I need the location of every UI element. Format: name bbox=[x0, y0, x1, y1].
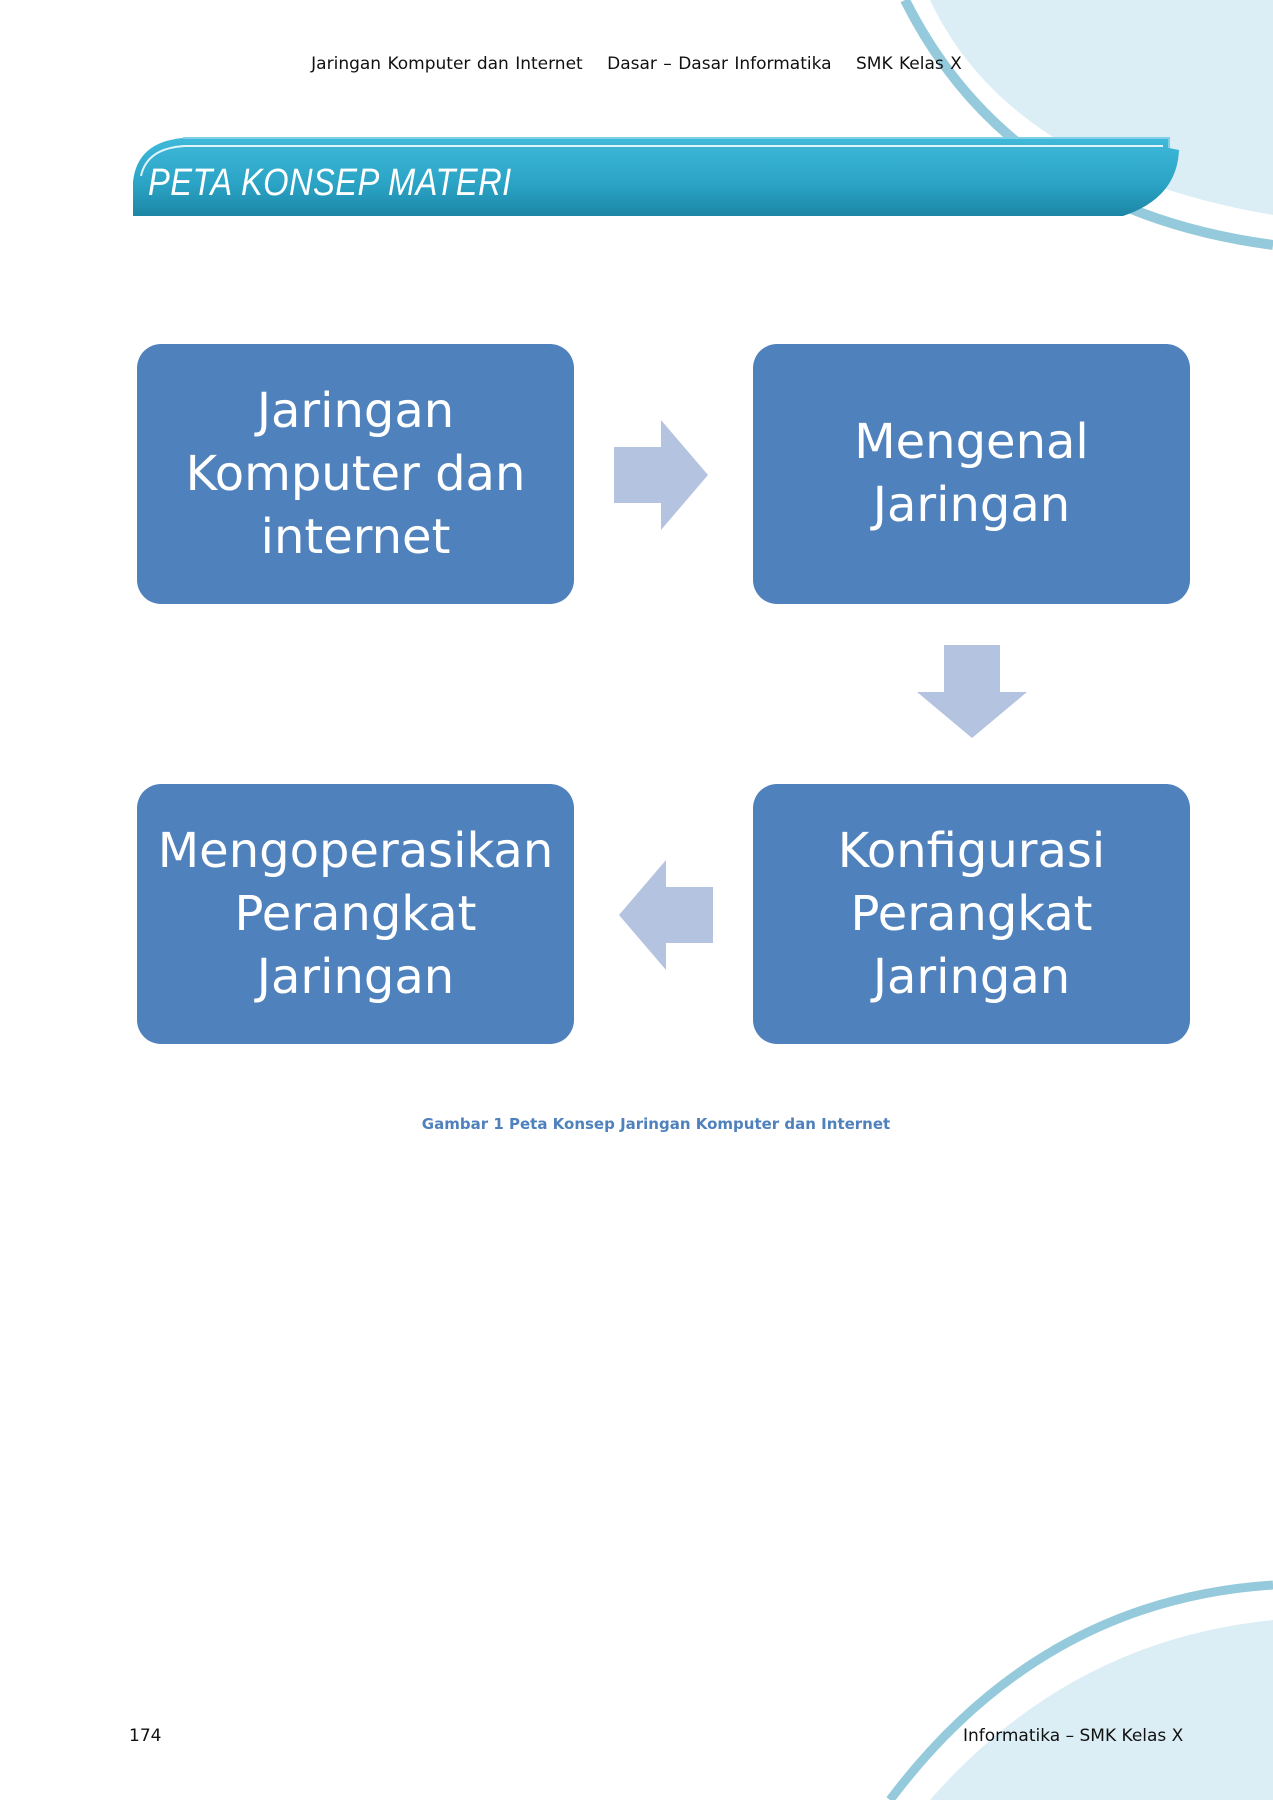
header-book-title: Jaringan Komputer dan Internet bbox=[311, 54, 583, 74]
bottom-right-decor-arc bbox=[886, 1580, 1273, 1800]
page-number: 174 bbox=[129, 1726, 162, 1746]
running-header: Jaringan Komputer dan Internet Dasar – D… bbox=[0, 54, 1273, 74]
bottom-right-decor-shape bbox=[930, 1620, 1273, 1800]
top-right-decor-shape bbox=[930, 0, 1273, 215]
section-banner bbox=[133, 137, 1179, 216]
section-title: PETA KONSEP MATERI bbox=[148, 162, 512, 204]
concept-box-mengenal-jaringan: Mengenal Jaringan bbox=[753, 344, 1190, 604]
figure-caption: Gambar 1 Peta Konsep Jaringan Komputer d… bbox=[421, 1115, 891, 1133]
concept-box-mengoperasikan-perangkat: Mengoperasikan Perangkat Jaringan bbox=[137, 784, 574, 1044]
concept-box-jaringan-komputer: Jaringan Komputer dan internet bbox=[137, 344, 574, 604]
concept-box-label: Mengenal Jaringan bbox=[854, 414, 1089, 533]
arrow-right-icon bbox=[614, 420, 708, 530]
header-subject: Dasar – Dasar Informatika bbox=[607, 54, 832, 74]
concept-box-label: Konfigurasi Perangkat Jaringan bbox=[837, 822, 1106, 1005]
running-footer: Informatika – SMK Kelas X bbox=[963, 1726, 1184, 1746]
header-level: SMK Kelas X bbox=[855, 54, 962, 74]
concept-box-label: Mengoperasikan Perangkat Jaringan bbox=[157, 822, 554, 1005]
arrow-left-icon bbox=[619, 860, 713, 970]
concept-box-label: Jaringan Komputer dan internet bbox=[185, 382, 526, 565]
concept-box-konfigurasi-perangkat: Konfigurasi Perangkat Jaringan bbox=[753, 784, 1190, 1044]
arrow-down-icon bbox=[917, 645, 1027, 738]
